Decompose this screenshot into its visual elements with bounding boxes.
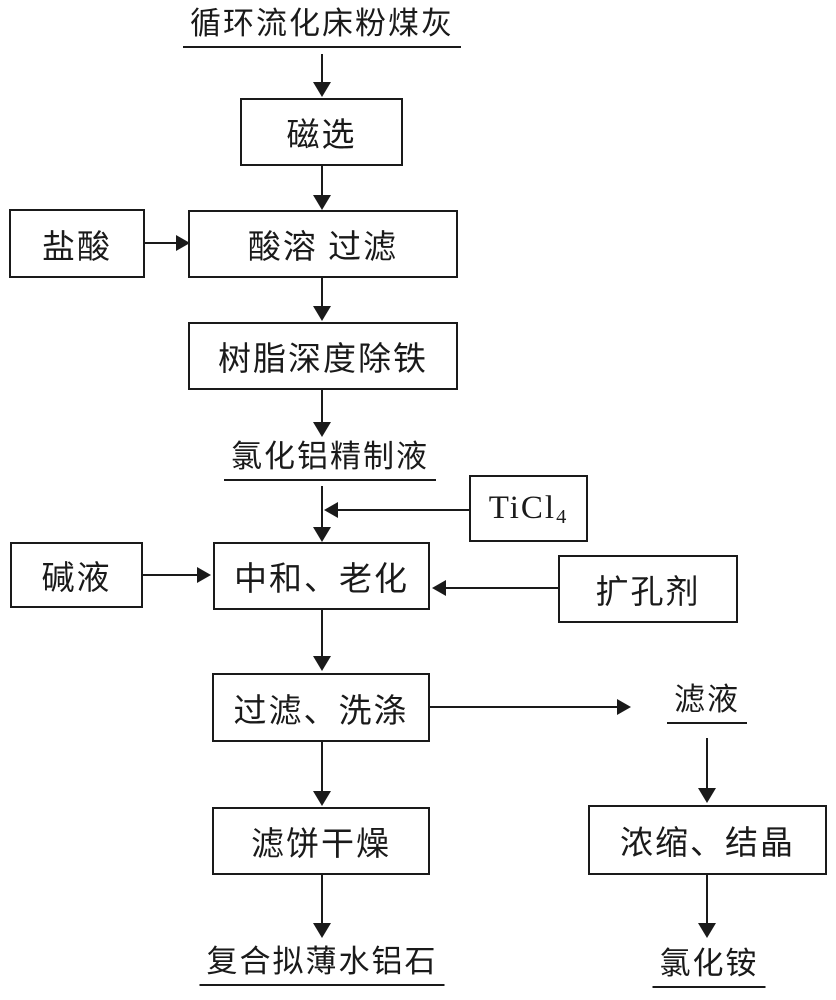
label-product-pseudoboehmite: 复合拟薄水铝石 — [199, 944, 445, 986]
arrow-cakedry-to-product-line — [321, 875, 323, 924]
box-filter-wash-label: 过滤、洗涤 — [233, 693, 409, 730]
arrow-alkali-to-neutralize-line — [143, 574, 198, 576]
ticl4-base-text: TiCl — [488, 490, 557, 526]
arrow-pore-to-neutralize-head — [432, 580, 446, 596]
arrow-source-to-magnetic-line — [321, 54, 323, 84]
box-cake-drying: 滤饼干燥 — [212, 807, 430, 875]
arrow-magnetic-to-acid-head — [313, 195, 331, 210]
arrow-source-to-magnetic-head — [313, 82, 331, 97]
arrow-refined-to-neutralize-line — [321, 486, 323, 528]
box-concentrate-crystallize: 浓缩、结晶 — [588, 805, 827, 875]
box-cake-drying-label: 滤饼干燥 — [251, 827, 391, 863]
arrow-filter-to-cakedry-line — [321, 742, 323, 792]
box-magnetic-separation: 磁选 — [240, 98, 403, 166]
arrow-hcl-to-acid-line — [145, 242, 177, 244]
box-filter-wash: 过滤、洗涤 — [212, 673, 430, 742]
arrow-filter-to-filtrate-head — [617, 699, 631, 715]
box-pore-expanding-agent-label: 扩孔剂 — [595, 575, 701, 611]
box-ticl4-label: TiCl4 — [489, 490, 569, 527]
arrow-filter-to-filtrate-line — [430, 706, 618, 708]
arrow-neutralize-to-filter-line — [321, 610, 323, 657]
box-neutralize-aging-label: 中和、老化 — [234, 562, 409, 598]
label-product-ammonium-chloride: 氯化铵 — [652, 946, 766, 988]
label-refined-solution: 氯化铝精制液 — [224, 439, 436, 481]
box-alkali-solution: 碱液 — [10, 542, 143, 608]
arrow-ticl4-head — [324, 502, 338, 518]
box-acid-dissolve-filter-label: 酸溶 过滤 — [247, 230, 399, 266]
arrow-refined-to-neutralize-head — [313, 527, 331, 542]
box-hydrochloric-acid-label: 盐酸 — [42, 229, 112, 266]
arrow-acid-to-resin-head — [313, 306, 331, 321]
arrow-ticl4-line — [338, 509, 469, 511]
box-resin-iron-removal: 树脂深度除铁 — [188, 322, 458, 390]
box-resin-iron-removal-label: 树脂深度除铁 — [218, 342, 428, 378]
arrow-resin-to-refined-head — [313, 422, 331, 437]
arrow-cakedry-to-product-head — [313, 923, 331, 938]
arrow-concentrate-to-nh4cl-head — [698, 923, 716, 938]
box-magnetic-separation-label: 磁选 — [286, 118, 357, 154]
arrow-filtrate-to-concentrate-head — [698, 788, 716, 803]
box-ticl4: TiCl4 — [469, 475, 588, 542]
box-pore-expanding-agent: 扩孔剂 — [558, 555, 738, 623]
box-concentrate-crystallize-label: 浓缩、结晶 — [620, 826, 795, 862]
arrow-filter-to-cakedry-head — [313, 791, 331, 806]
box-alkali-solution-label: 碱液 — [41, 561, 112, 597]
arrow-acid-to-resin-line — [321, 278, 323, 307]
label-source-material: 循环流化床粉煤灰 — [183, 6, 461, 48]
arrow-magnetic-to-acid-line — [321, 166, 323, 196]
box-hydrochloric-acid: 盐酸 — [9, 209, 145, 278]
arrow-resin-to-refined-line — [321, 390, 323, 423]
arrow-concentrate-to-nh4cl-line — [706, 875, 708, 924]
arrow-filtrate-to-concentrate-line — [706, 738, 708, 789]
ticl4-subscript: 4 — [556, 506, 569, 529]
label-filtrate: 滤液 — [667, 682, 747, 724]
box-acid-dissolve-filter: 酸溶 过滤 — [188, 210, 458, 278]
arrow-alkali-to-neutralize-head — [197, 567, 211, 583]
arrow-pore-to-neutralize-line — [446, 587, 558, 589]
box-neutralize-aging: 中和、老化 — [213, 542, 430, 610]
arrow-hcl-to-acid-head — [176, 235, 190, 251]
arrow-neutralize-to-filter-head — [313, 656, 331, 671]
